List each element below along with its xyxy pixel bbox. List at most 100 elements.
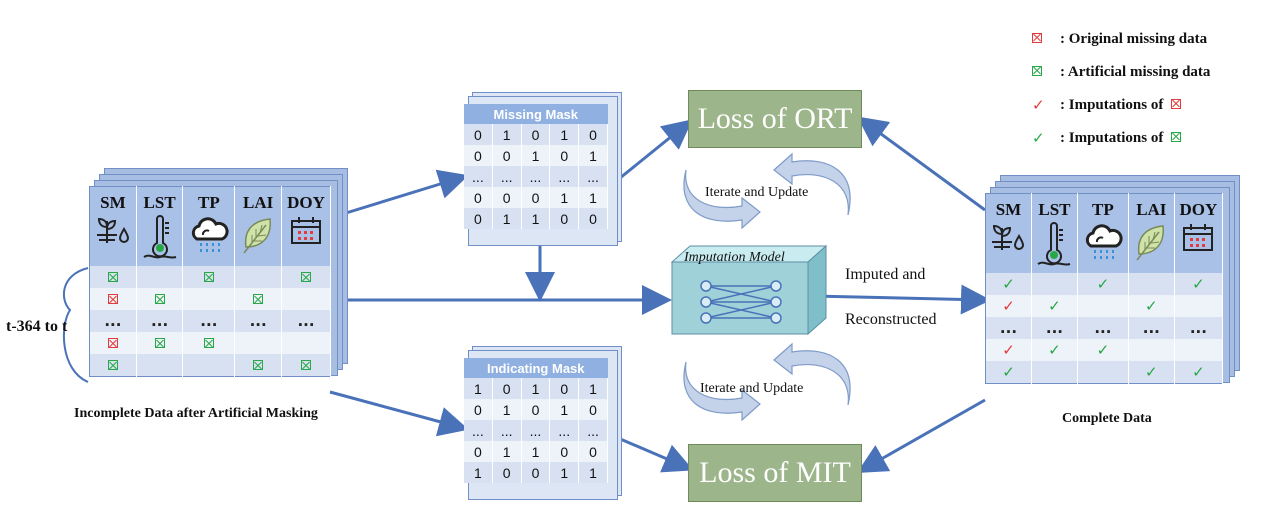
mask-cell: ... xyxy=(464,420,493,441)
mask-cell: 0 xyxy=(521,187,551,208)
table-cell xyxy=(182,266,236,288)
incomplete-caption: Incomplete Data after Artificial Masking xyxy=(74,406,318,421)
column-header-label: TP xyxy=(1092,200,1114,219)
soil-moisture-icon xyxy=(990,220,1026,257)
mask-cell: 1 xyxy=(578,145,608,166)
column-header-lst: LST xyxy=(136,186,184,266)
column-header-label: LAI xyxy=(243,193,274,212)
mask-cell: 1 xyxy=(464,462,493,483)
legend-imputation-original: ✓ : Imputations of xyxy=(1032,94,1182,116)
mask-cell: 1 xyxy=(521,145,551,166)
column-header-lst: LST xyxy=(1031,193,1078,273)
rain-cloud-icon xyxy=(1083,220,1123,267)
table-cell xyxy=(136,266,184,288)
leaf-icon xyxy=(1133,220,1169,267)
legend-artificial-missing: : Artificial missing data xyxy=(1032,61,1210,83)
table-cell: ✓ xyxy=(1031,295,1078,317)
table-row: ............... xyxy=(985,317,1224,339)
thermometer-icon xyxy=(142,213,178,266)
red-check-icon: ✓ xyxy=(1032,95,1045,114)
complete-caption: Complete Data xyxy=(1062,411,1152,426)
iterate-arrows-bottom xyxy=(683,342,851,422)
table-cell: ... xyxy=(1031,317,1078,339)
table-cell: ✓ xyxy=(1031,339,1078,361)
mask-cell: 0 xyxy=(549,208,580,229)
table-cell xyxy=(1077,295,1129,317)
mask-cell: ... xyxy=(492,420,522,441)
mask-cell: 0 xyxy=(492,378,522,399)
mask-cell: 1 xyxy=(521,441,551,462)
table-cell xyxy=(1031,361,1078,384)
table-cell xyxy=(89,288,137,310)
table-cell: ... xyxy=(234,310,282,332)
arrow-to-loss-ort xyxy=(619,119,693,180)
mask-cell: 0 xyxy=(549,441,580,462)
mask-cell: ... xyxy=(492,166,522,187)
green-cross-box-icon xyxy=(1171,130,1182,147)
table-cell xyxy=(182,354,236,377)
arrow-to-complete xyxy=(811,284,991,315)
table-cell: ... xyxy=(182,310,236,332)
column-header-lai: LAI xyxy=(234,186,282,266)
calendar-icon xyxy=(1180,220,1216,259)
mask-cell: ... xyxy=(578,166,608,187)
red-cross-box-icon xyxy=(1171,97,1182,114)
column-header-label: LST xyxy=(143,193,176,212)
table-row xyxy=(89,288,332,310)
table-cell: ✓ xyxy=(1077,273,1129,295)
mask-cell: ... xyxy=(578,420,608,441)
table-cell: ... xyxy=(281,310,332,332)
table-cell: ✓ xyxy=(1128,361,1175,384)
mask-cell: 1 xyxy=(578,187,608,208)
mask-cell: 1 xyxy=(521,208,551,229)
mask-cell: 1 xyxy=(578,378,608,399)
column-header-label: TP xyxy=(197,193,220,212)
mask-cell: 1 xyxy=(549,399,580,420)
table-row: ✓✓✓ xyxy=(985,361,1224,384)
table-cell xyxy=(234,354,282,377)
table-cell xyxy=(182,288,236,310)
mask-cell: 0 xyxy=(578,399,608,420)
mask-cell: 1 xyxy=(492,441,522,462)
mask-cell: 0 xyxy=(464,441,493,462)
table-cell xyxy=(1174,339,1224,361)
legend-imputation-artificial: ✓ : Imputations of xyxy=(1032,127,1182,149)
green-check-icon: ✓ xyxy=(1032,128,1045,147)
column-header-tp: TP xyxy=(1077,193,1129,273)
table-cell: ... xyxy=(985,317,1032,339)
mask-cell: 1 xyxy=(492,208,522,229)
iterate-arrows-top xyxy=(683,152,851,230)
table-cell xyxy=(1174,295,1224,317)
imputed-label: Imputed and xyxy=(845,266,926,283)
table-cell: ... xyxy=(1174,317,1224,339)
table-cell xyxy=(281,332,332,354)
table-cell xyxy=(1128,273,1175,295)
mask-cell: 0 xyxy=(521,399,551,420)
mask-cell: 1 xyxy=(549,187,580,208)
time-range-brace xyxy=(62,267,89,383)
rain-cloud-icon xyxy=(189,213,229,260)
table-cell: ✓ xyxy=(985,339,1032,361)
thermometer-icon xyxy=(1036,220,1072,273)
table-cell: ✓ xyxy=(985,273,1032,295)
table-cell xyxy=(234,266,282,288)
column-header-label: LST xyxy=(1038,200,1071,219)
column-header-label: DOY xyxy=(1179,200,1218,219)
mask-cell: 0 xyxy=(578,124,608,145)
arrow-complete-to-ort xyxy=(857,116,986,212)
mask-row: ............... xyxy=(464,420,608,441)
mask-cell: ... xyxy=(521,166,551,187)
table-cell: ✓ xyxy=(985,361,1032,384)
mask-cell: 0 xyxy=(521,462,551,483)
reconstructed-label: Reconstructed xyxy=(845,311,937,328)
legend-text: : Original missing data xyxy=(1060,30,1208,47)
column-header-sm: SM xyxy=(89,186,137,266)
